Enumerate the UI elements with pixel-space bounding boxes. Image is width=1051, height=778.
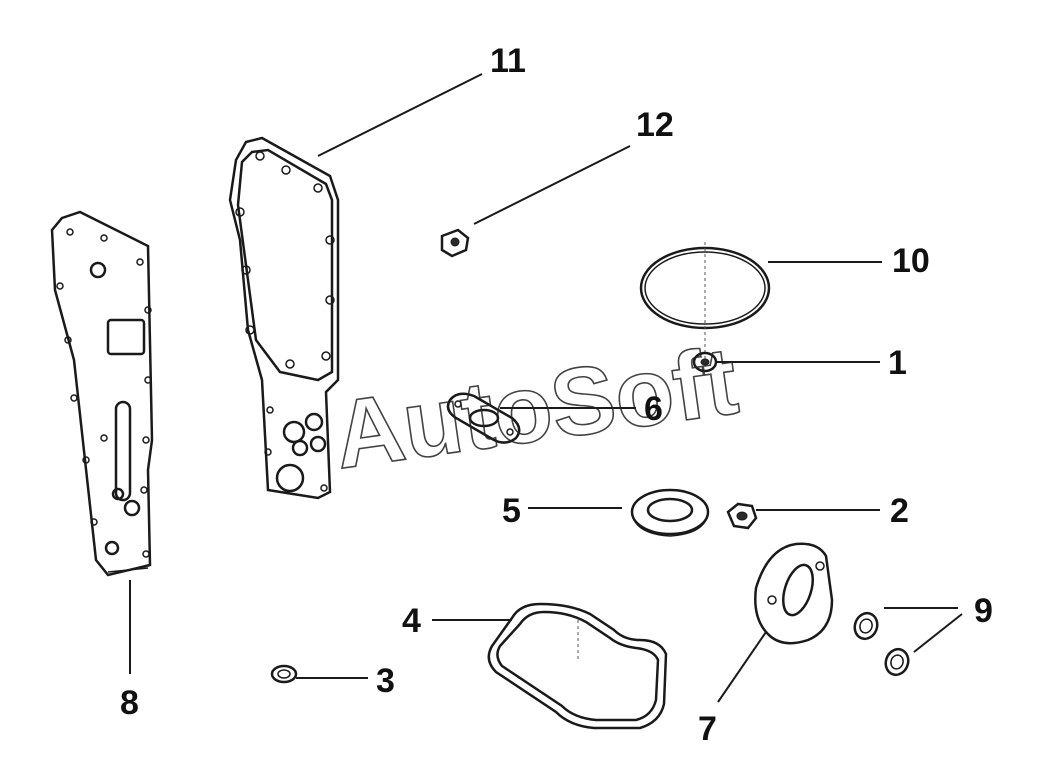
part-8-gasket — [50, 210, 154, 577]
callout-12: 12 — [636, 106, 674, 144]
leader-12 — [473, 145, 631, 225]
callout-5: 5 — [502, 492, 521, 530]
leader-9b — [913, 613, 963, 653]
callout-11: 11 — [490, 42, 526, 80]
part-2-nut — [726, 502, 758, 530]
callout-2: 2 — [890, 492, 909, 530]
part-10-ring — [639, 242, 771, 360]
callout-10: 10 — [892, 242, 930, 280]
part-4-seal-gasket — [487, 602, 668, 730]
callout-1: 1 — [888, 344, 907, 382]
part-11-gasket — [228, 136, 340, 500]
callout-labels: 11 12 10 1 6 5 2 4 3 8 7 9 — [120, 42, 993, 748]
part-12-nut — [440, 228, 470, 258]
leader-lines — [129, 73, 963, 703]
callout-8: 8 — [120, 684, 139, 722]
leader-7 — [717, 631, 767, 703]
callout-3: 3 — [376, 662, 395, 700]
watermark-text: AutoSoft — [328, 327, 744, 489]
callout-9: 9 — [974, 592, 993, 630]
part-3-o-ring — [270, 664, 298, 684]
part-7-flange-gasket — [754, 542, 834, 645]
leader-11 — [317, 73, 483, 157]
callout-4: 4 — [402, 602, 421, 640]
part-6-flange-gasket — [446, 392, 521, 444]
callout-6: 6 — [644, 390, 663, 428]
part-5-washer — [630, 488, 710, 537]
callout-7: 7 — [698, 710, 717, 748]
part-9-rings — [853, 611, 910, 677]
